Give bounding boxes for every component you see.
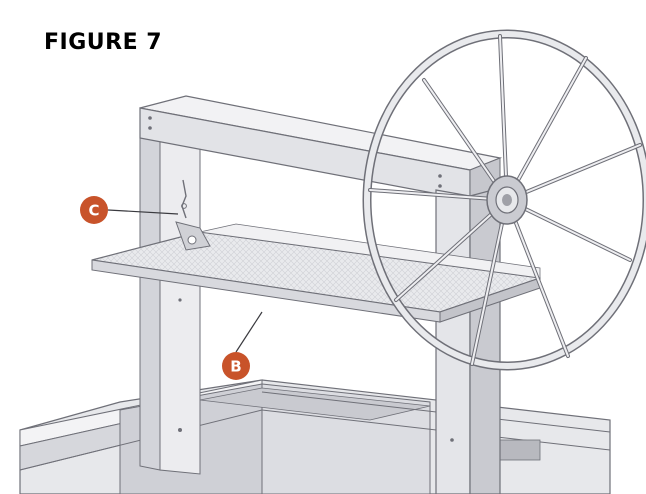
figure-title: FIGURE 7	[44, 30, 163, 55]
callout-c-label: C	[88, 202, 99, 220]
callout-b-badge: B	[222, 352, 250, 380]
callout-b-label: B	[230, 358, 241, 376]
firebox-base	[19, 379, 611, 494]
crank-wheel	[362, 29, 646, 371]
chain-bracket	[175, 179, 211, 251]
callout-b-leader	[235, 311, 263, 353]
callout-c-badge: C	[80, 196, 108, 224]
callout-c-leader	[107, 209, 179, 215]
left-upright-post	[139, 107, 201, 475]
